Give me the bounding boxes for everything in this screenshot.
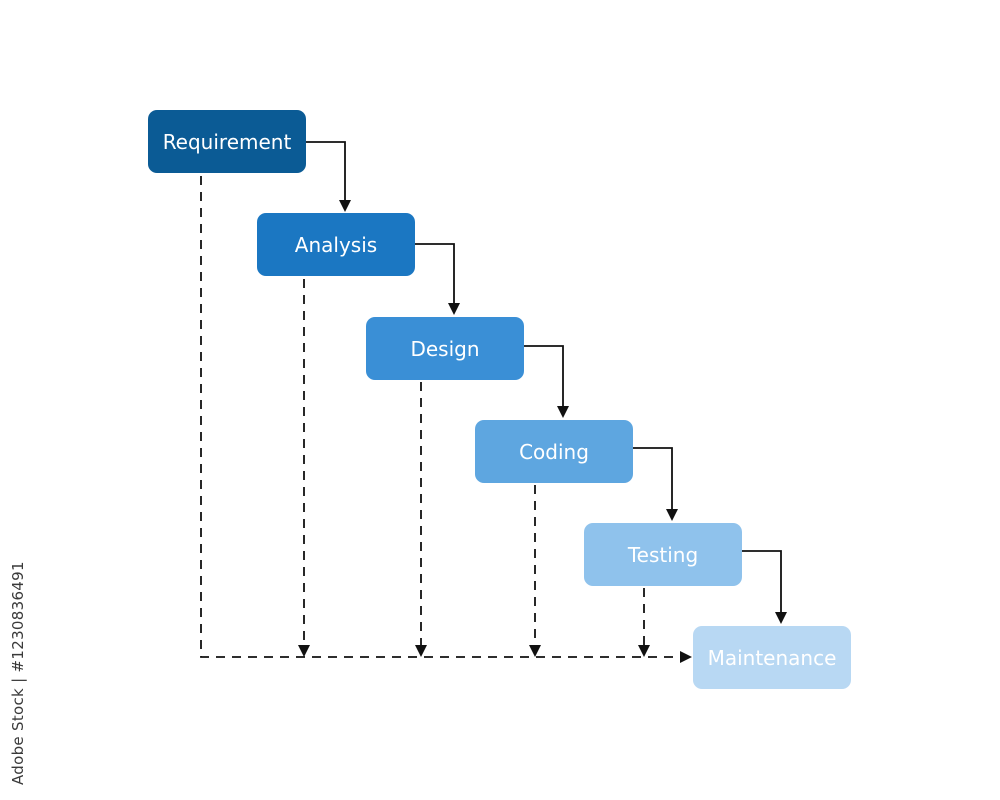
- stage-label: Maintenance: [707, 645, 837, 670]
- stage-design: Design: [366, 317, 524, 380]
- connector-analysis-to-design: [415, 243, 460, 315]
- stage-testing: Testing: [584, 523, 742, 586]
- watermark-text: Adobe Stock | #1230836491: [9, 561, 27, 785]
- stage-maintenance: Maintenance: [693, 626, 851, 689]
- feedback-line-requirement: [200, 176, 692, 663]
- stage-label: Testing: [627, 542, 699, 567]
- stage-label: Coding: [519, 439, 589, 464]
- stage-requirement: Requirement: [148, 110, 306, 173]
- stage-label: Analysis: [294, 232, 378, 257]
- stage-label: Requirement: [162, 129, 292, 154]
- stage-analysis: Analysis: [257, 213, 415, 276]
- stage-label: Design: [410, 336, 480, 361]
- connector-coding-to-testing: [633, 447, 678, 521]
- connector-requirement-to-analysis: [306, 141, 351, 212]
- connector-design-to-coding: [524, 345, 569, 418]
- connector-testing-to-maintenance: [742, 550, 787, 624]
- stage-coding: Coding: [475, 420, 633, 483]
